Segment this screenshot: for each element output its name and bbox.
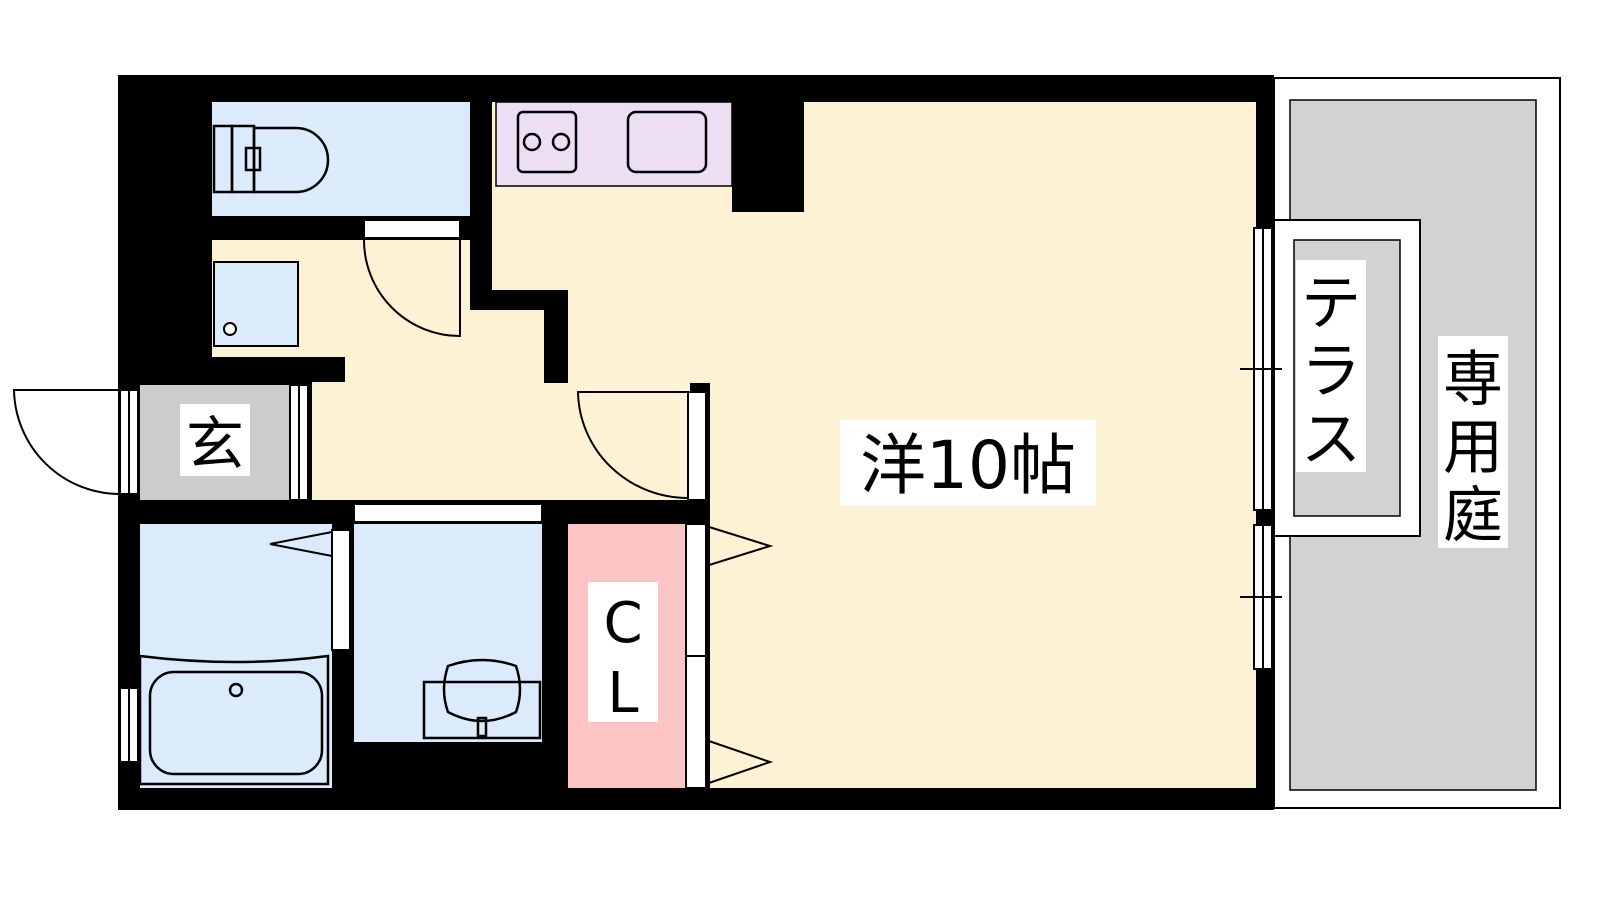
closet-label-c: C — [603, 591, 642, 656]
bathtub-icon — [138, 654, 330, 786]
label-entrance: 玄 — [180, 404, 250, 478]
kitchen-sink-icon — [626, 110, 708, 174]
kitchen-counter — [495, 101, 733, 187]
entrance-label: 玄 — [186, 410, 244, 478]
label-private-garden: 専 用 庭 — [1438, 336, 1508, 551]
windows — [119, 219, 1282, 763]
label-closet: C L — [588, 582, 658, 726]
private-garden — [1273, 77, 1561, 809]
western-room-label: 洋10帖 — [860, 427, 1076, 504]
garden-label-1: 専 — [1443, 345, 1503, 415]
washroom-floor — [354, 524, 542, 742]
hallway-floor — [212, 240, 690, 500]
terrace-label-1: テ — [1301, 269, 1361, 339]
label-terrace: テ ラ ス — [1296, 260, 1366, 475]
stove-icon — [516, 110, 578, 174]
drain-icon — [223, 322, 237, 336]
garden-label-3: 庭 — [1443, 481, 1503, 551]
terrace-label-2: ラ — [1301, 337, 1361, 407]
garden-label-2: 用 — [1443, 413, 1503, 483]
label-western-room: 洋10帖 — [840, 420, 1096, 506]
toilet-room-floor — [212, 102, 470, 216]
doors — [12, 239, 774, 789]
terrace-label-3: ス — [1301, 405, 1361, 475]
closet-label-l: L — [607, 661, 638, 726]
wash-basin-icon — [422, 658, 542, 740]
toilet-icon — [212, 124, 330, 194]
bathroom-floor — [140, 524, 332, 788]
